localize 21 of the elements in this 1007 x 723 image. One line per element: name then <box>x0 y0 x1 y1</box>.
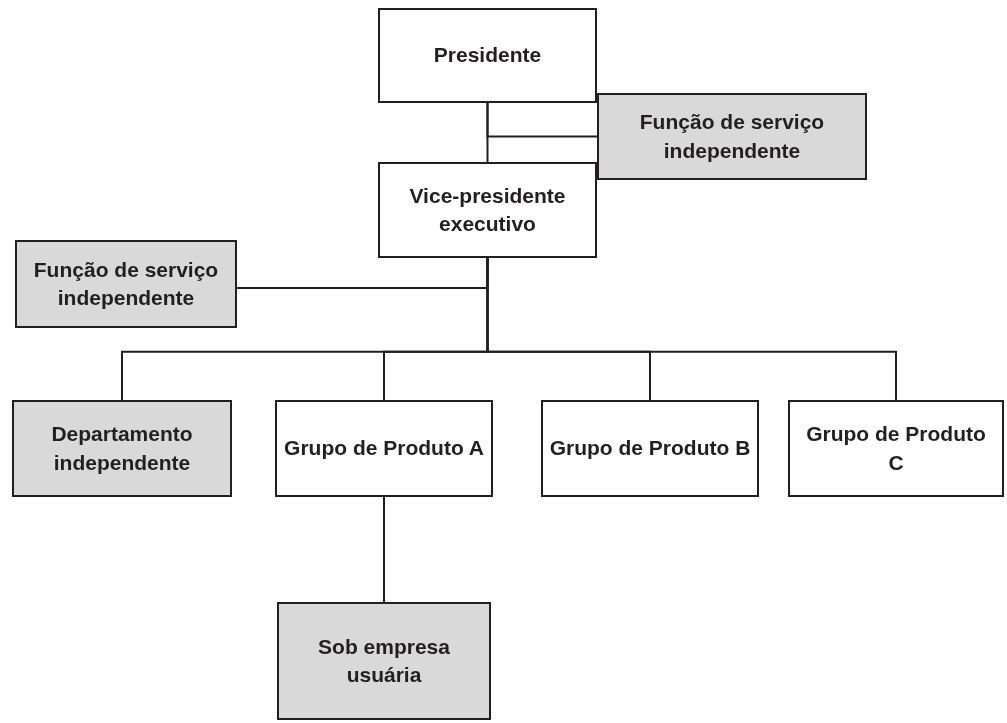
org-box <box>541 400 759 497</box>
org-box <box>275 400 493 497</box>
org-box <box>378 162 597 258</box>
box-label: Função de serviço independente <box>638 109 826 164</box>
connector-line <box>486 102 598 138</box>
org-box <box>277 602 491 720</box>
org-box <box>12 400 232 497</box>
org-box <box>597 93 867 180</box>
box-label: Departamento independente <box>50 421 194 476</box>
box-label: Vice-presidente executivo <box>408 182 567 237</box>
org-box <box>15 240 237 328</box>
org-box <box>788 400 1004 497</box>
box-label: Sob empresa usuária <box>317 633 451 688</box>
box-label: Grupo de Produto C <box>805 421 987 476</box>
box-label: Grupo de Produto B <box>548 435 752 462</box>
box-label: Função de serviço independente <box>32 256 220 311</box>
box-label: Grupo de Produto A <box>283 435 485 462</box>
connector-line <box>383 496 385 603</box>
connector-line <box>486 257 897 401</box>
org-box <box>378 8 597 103</box>
box-label: Presidente <box>432 42 543 69</box>
